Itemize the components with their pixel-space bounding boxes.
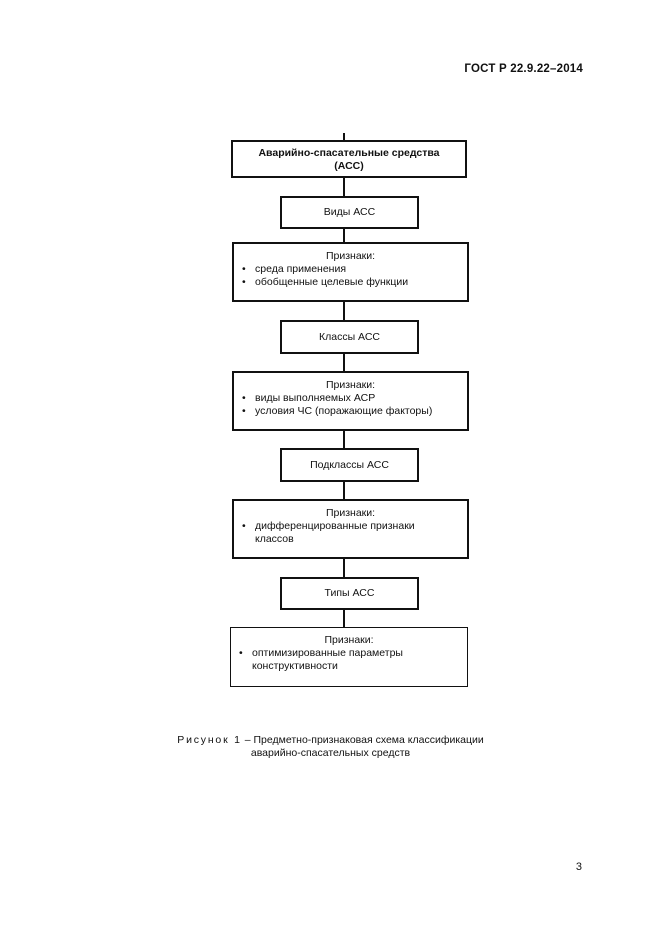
criteria-text: дифференцированные признаки — [255, 520, 415, 532]
root-node-abbreviation: (АСС) — [334, 160, 364, 172]
classes-node-label: Классы АСС — [319, 330, 380, 343]
types-node: Виды АСС — [280, 196, 419, 229]
criteria-item: • условия ЧС (поражающие факторы) — [242, 405, 467, 418]
criteria-heading: Признаки: — [324, 634, 374, 646]
caption-line-2: аварийно-спасательных средств — [250, 747, 411, 759]
connector-line — [343, 430, 345, 449]
criteria-text: обобщенные целевые функции — [255, 276, 409, 288]
page-number: 3 — [575, 861, 582, 873]
criteria-heading: Признаки: — [325, 250, 376, 262]
criteria-text: оптимизированные параметры — [252, 647, 403, 659]
bullet-icon: • — [242, 405, 246, 417]
criteria-list: • среда применения • обобщенные целевые фу… — [234, 263, 467, 289]
bullet-icon: • — [239, 647, 243, 659]
root-node-label: Аварийно-спасательные средства (АСС) — [233, 142, 465, 173]
criteria-item: • виды выполняемых АСР — [242, 392, 467, 405]
types-node-label: Виды АСС — [323, 206, 376, 218]
subclasses-node: Подклассы АСС — [280, 448, 419, 482]
caption-text: – Предметно-признаковая схема классифика… — [241, 734, 484, 746]
criteria-heading: Признаки: — [325, 379, 376, 391]
types-criteria-node: Признаки: • среда применения • обобщенные … — [232, 242, 469, 302]
connector-line — [343, 558, 345, 578]
connector-line — [343, 133, 345, 141]
criteria-text: виды выполняемых АСР — [255, 392, 376, 404]
criteria-heading: Признаки: — [325, 507, 376, 519]
criteria-text: условия ЧС (поражающие факторы) — [255, 405, 433, 417]
connector-line — [343, 228, 345, 243]
criteria-list: • виды выполняемых АСР • условия ЧС (пораж… — [234, 392, 467, 418]
types-detail-node-label: Типы АСС — [324, 587, 375, 599]
criteria-text: среда применения — [255, 263, 347, 275]
connector-line — [343, 481, 345, 500]
criteria-text-continued: конструктивности — [252, 660, 338, 672]
criteria-item: • обобщенные целевые функции — [242, 276, 467, 289]
document-code: ГОСТ Р 22.9.22–2014 — [464, 63, 583, 75]
connector-line — [343, 177, 345, 197]
classes-criteria-node: Признаки: • виды выполняемых АСР • условия… — [232, 371, 469, 431]
criteria-item: • среда применения — [242, 263, 467, 276]
types-detail-node: Типы АСС — [280, 577, 419, 610]
connector-line — [343, 353, 345, 372]
root-node: Аварийно-спасательные средства (АСС) — [231, 140, 467, 178]
connector-line — [343, 301, 345, 321]
classes-node: Классы АСС — [280, 320, 419, 354]
figure-caption: Рисунок 1 – Предметно-признаковая схема … — [0, 734, 661, 760]
criteria-text-continued: классов — [255, 533, 294, 545]
root-node-title: Аварийно-спасательные средства — [258, 147, 440, 159]
connector-line — [343, 609, 345, 628]
bullet-icon: • — [242, 263, 246, 275]
bullet-icon: • — [242, 276, 246, 288]
caption-line-1: Рисунок 1 – Предметно-признаковая схема … — [0, 734, 661, 747]
subclasses-node-label: Подклассы АСС — [310, 458, 389, 471]
bullet-icon: • — [242, 392, 246, 404]
figure-label: Рисунок 1 — [177, 734, 242, 746]
bullet-icon: • — [242, 520, 246, 532]
